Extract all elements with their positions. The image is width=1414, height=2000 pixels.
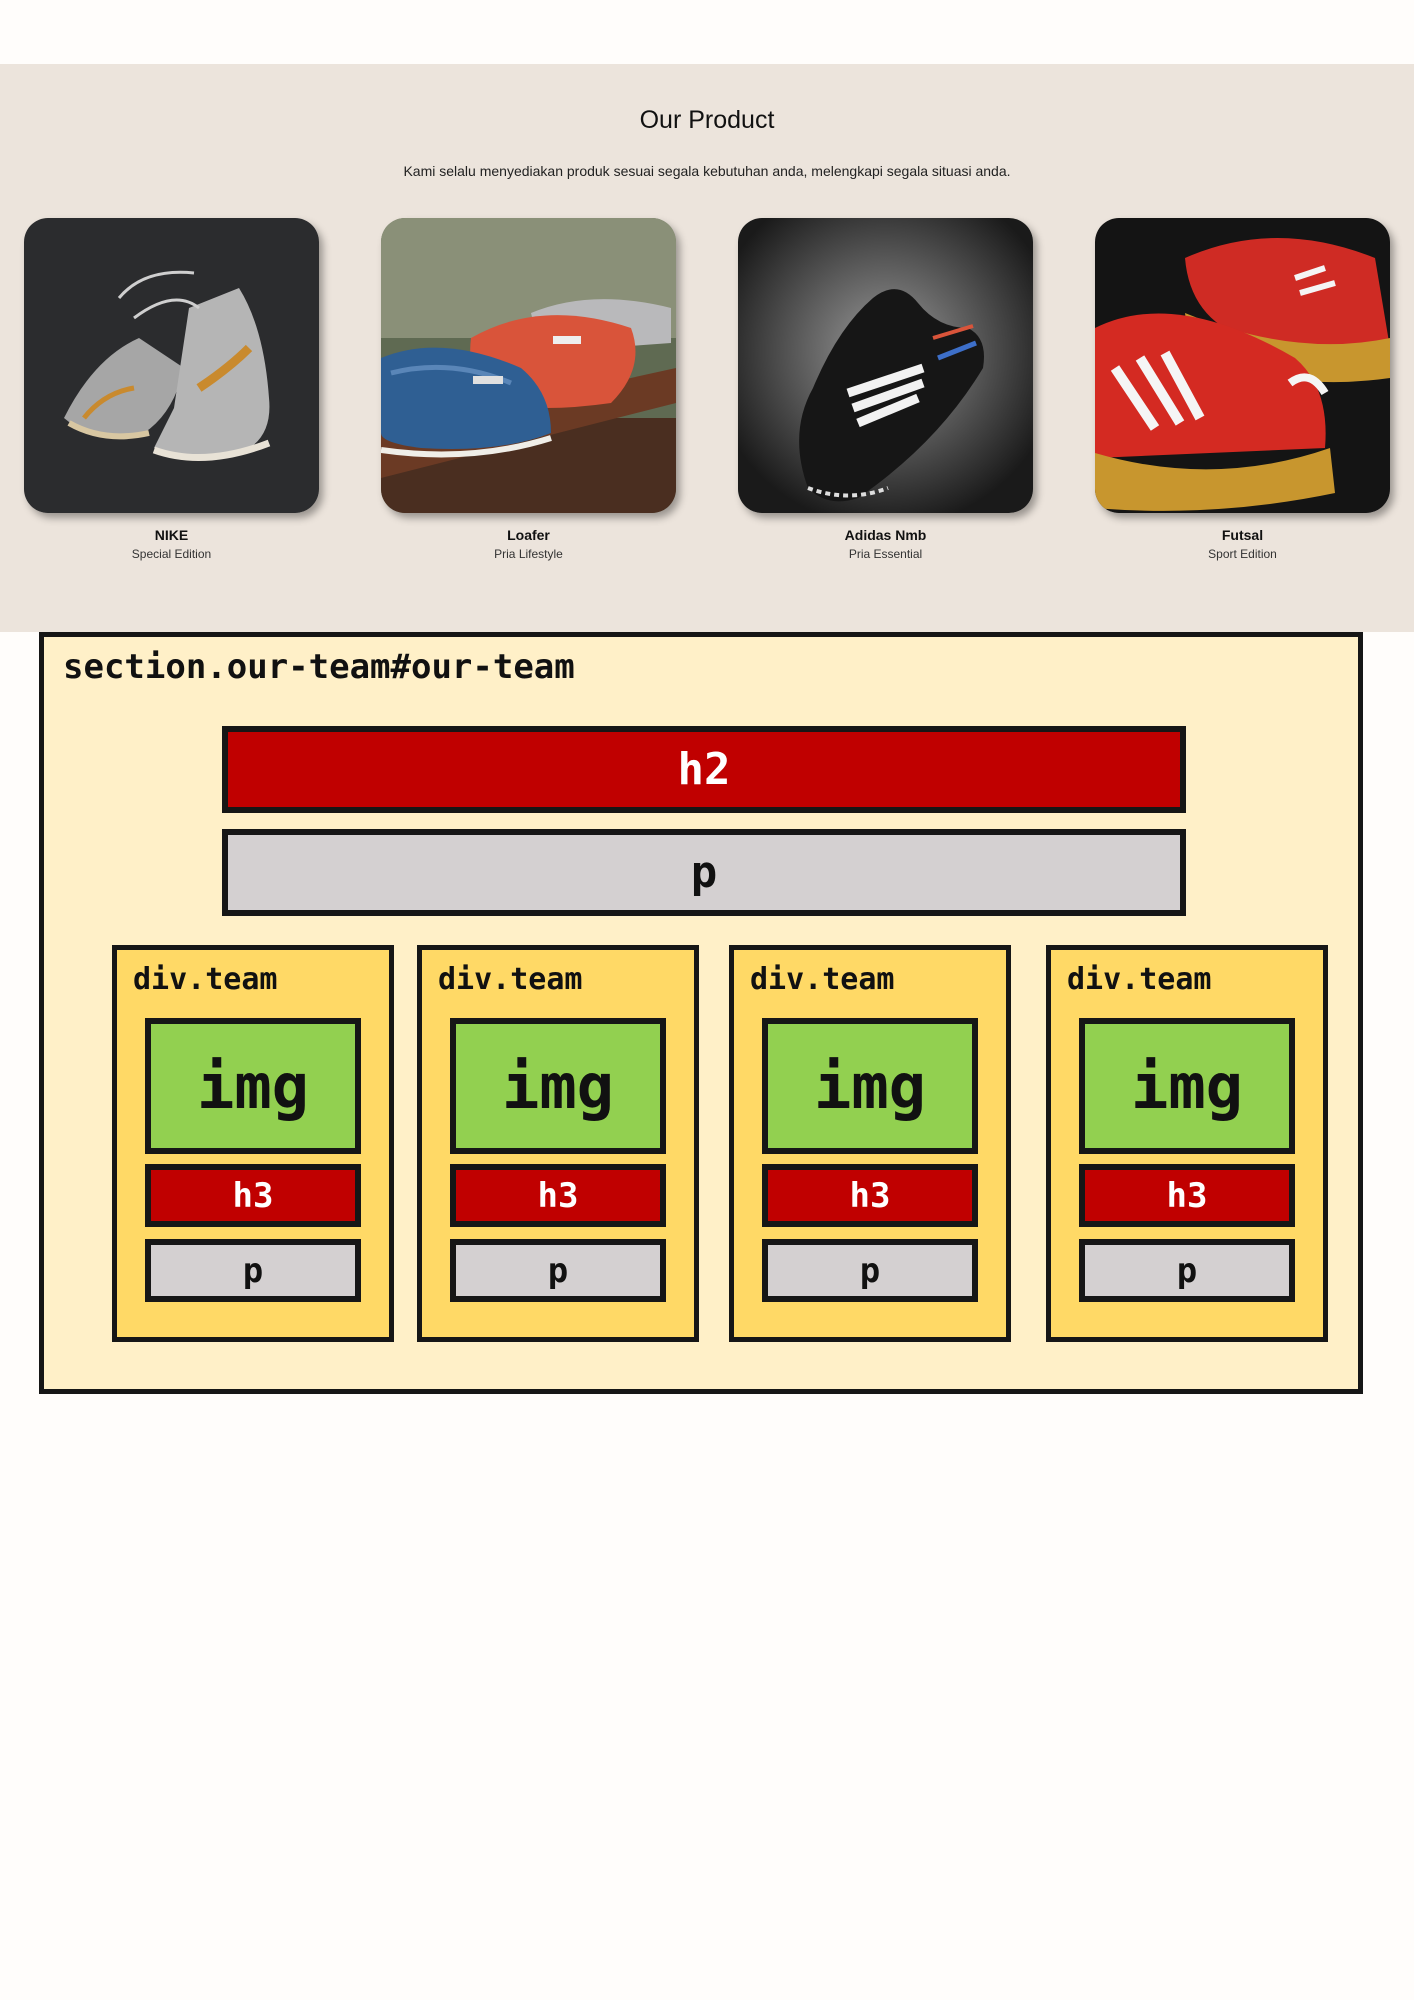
h3-label: h3 (1166, 1175, 1208, 1216)
product-subtitle: Kami selalu menyediakan produk sesuai se… (403, 163, 1011, 179)
h3-block: h3 (762, 1164, 978, 1227)
h3-block: h3 (1079, 1164, 1295, 1227)
product-name: NIKE (154, 527, 189, 543)
product-image-adidas[interactable] (738, 218, 1033, 513)
product-card-loafer[interactable]: Loafer Pria Lifestyle (381, 218, 676, 561)
product-name: Adidas Nmb (844, 527, 927, 543)
team-label: div.team (133, 962, 278, 997)
h3-block: h3 (145, 1164, 361, 1227)
img-label: img (1131, 1049, 1243, 1123)
p-block: p (1079, 1239, 1295, 1302)
product-edition: Pria Lifestyle (494, 547, 563, 561)
p-block: p (762, 1239, 978, 1302)
p-label: p (690, 847, 718, 898)
team-label: div.team (438, 962, 583, 997)
h2-block: h2 (222, 726, 1186, 813)
our-product-section: Our Product Kami selalu menyediakan prod… (0, 64, 1414, 632)
our-team-wireframe: section.our-team#our-team h2 p div.team … (39, 632, 1363, 1394)
img-block: img (145, 1018, 361, 1154)
product-card-futsal[interactable]: Futsal Sport Edition (1095, 218, 1390, 561)
team-card: div.team img h3 p (729, 945, 1011, 1342)
h2-label: h2 (677, 744, 731, 795)
img-label: img (502, 1049, 614, 1123)
product-edition: Special Edition (131, 547, 212, 561)
team-card: div.team img h3 p (112, 945, 394, 1342)
img-block: img (1079, 1018, 1295, 1154)
team-label: div.team (1067, 962, 1212, 997)
img-block: img (762, 1018, 978, 1154)
h3-label: h3 (849, 1175, 891, 1216)
team-card: div.team img h3 p (1046, 945, 1328, 1342)
h3-label: h3 (232, 1175, 274, 1216)
product-edition: Sport Edition (1208, 547, 1277, 561)
team-label: div.team (750, 962, 895, 997)
img-label: img (197, 1049, 309, 1123)
img-label: img (814, 1049, 926, 1123)
p-label: p (547, 1250, 569, 1291)
product-card-adidas[interactable]: Adidas Nmb Pria Essential (738, 218, 1033, 561)
product-card-nike[interactable]: NIKE Special Edition (24, 218, 319, 561)
h3-block: h3 (450, 1164, 666, 1227)
product-title: Our Product (639, 106, 775, 134)
team-card: div.team img h3 p (417, 945, 699, 1342)
product-name: Futsal (1221, 527, 1264, 543)
product-image-futsal[interactable] (1095, 218, 1390, 513)
product-image-loafer[interactable] (381, 218, 676, 513)
product-edition: Pria Essential (848, 547, 923, 561)
h3-label: h3 (537, 1175, 579, 1216)
img-block: img (450, 1018, 666, 1154)
p-label: p (859, 1250, 881, 1291)
product-image-nike[interactable] (24, 218, 319, 513)
p-block: p (222, 829, 1186, 916)
p-label: p (1176, 1250, 1198, 1291)
section-label: section.our-team#our-team (63, 647, 575, 687)
product-name: Loafer (507, 527, 550, 543)
p-label: p (242, 1250, 264, 1291)
p-block: p (145, 1239, 361, 1302)
p-block: p (450, 1239, 666, 1302)
